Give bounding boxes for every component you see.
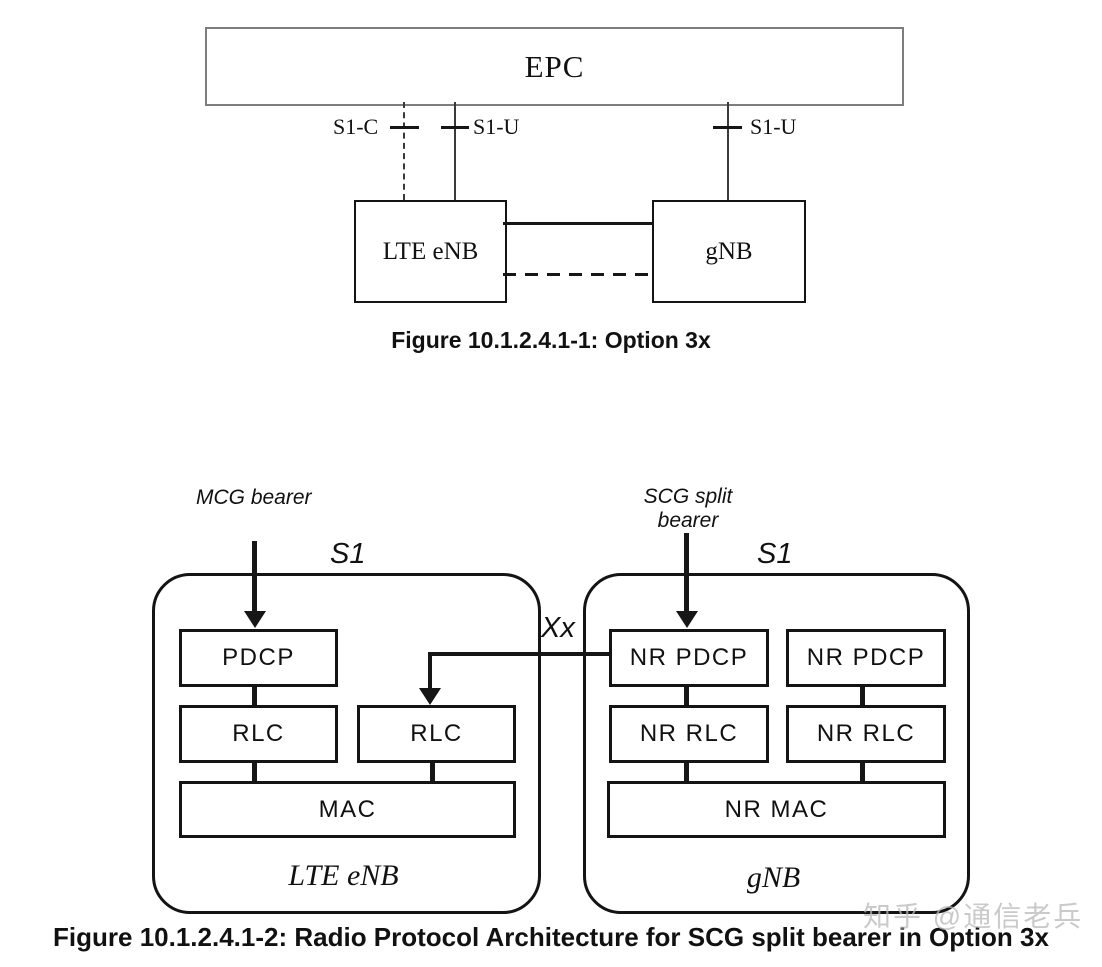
- epc-box: EPC: [205, 27, 904, 106]
- s1c-label: S1-C: [333, 114, 379, 139]
- lte-enb-container: [152, 573, 541, 914]
- s1-left-label: S1: [330, 538, 366, 570]
- s1-right-label: S1: [757, 538, 793, 570]
- mac-label: MAC: [318, 795, 377, 823]
- scg-split-bearer-line1: SCG split: [643, 485, 733, 508]
- xx-interface-label: Xx: [541, 612, 575, 644]
- scg-split-bearer-label: SCG split bearer: [618, 485, 758, 533]
- nr-rlc-left-label: NR RLC: [639, 720, 739, 747]
- gnb-node-label: gNB: [746, 861, 801, 894]
- nr-pdcp-left-box: NR PDCP: [609, 629, 769, 687]
- s1c-tick: [390, 126, 419, 129]
- xx-link-horizontal: [428, 652, 610, 656]
- rlc-right-mac-connector: [430, 757, 435, 781]
- mac-box: MAC: [179, 781, 516, 838]
- gnb-box: gNB: [652, 200, 806, 303]
- mcg-bearer-label: MCG bearer: [196, 486, 312, 509]
- pdcp-rlc-connector: [252, 681, 257, 705]
- nr-rlc-right-label: NR RLC: [816, 720, 916, 747]
- nr-rlc-right-box: NR RLC: [786, 705, 946, 763]
- x2-dashed-link: [503, 273, 652, 276]
- rlc-left-label: RLC: [232, 720, 285, 747]
- nr-mac-label: NR MAC: [724, 795, 829, 823]
- zhihu-watermark: 知乎 @通信老兵: [863, 901, 1084, 932]
- nr-rlc-right-mac-connector: [860, 757, 865, 781]
- mcg-bearer-arrow-stem: [252, 541, 257, 613]
- gnb-container: [583, 573, 970, 914]
- nr-pdcp-left-rlc-connector: [684, 681, 689, 705]
- s1u-line-right: [727, 102, 729, 200]
- figure2-caption: Figure 10.1.2.4.1-2: Radio Protocol Arch…: [53, 922, 1049, 952]
- s1u-left-label: S1-U: [473, 114, 520, 139]
- rlc-right-box: RLC: [357, 705, 516, 763]
- lte-enb-box: LTE eNB: [354, 200, 507, 303]
- gnb-label: gNB: [705, 237, 753, 265]
- x2-solid-link: [503, 222, 652, 225]
- scg-bearer-arrow-stem: [684, 533, 689, 613]
- lte-enb-node-label: LTE eNB: [288, 859, 399, 892]
- s1u-right-tick: [713, 126, 742, 129]
- rlc-left-box: RLC: [179, 705, 338, 763]
- figure1-caption: Figure 10.1.2.4.1-1: Option 3x: [391, 327, 711, 353]
- lte-enb-label: LTE eNB: [382, 237, 479, 265]
- epc-label: EPC: [524, 48, 585, 84]
- mcg-bearer-arrowhead: [244, 611, 266, 628]
- nr-mac-box: NR MAC: [607, 781, 946, 838]
- nr-pdcp-right-box: NR PDCP: [786, 629, 946, 687]
- nr-pdcp-right-rlc-connector: [860, 677, 865, 713]
- rlc-right-label: RLC: [410, 720, 463, 747]
- scg-bearer-arrowhead: [676, 611, 698, 628]
- s1u-line-left: [454, 102, 456, 200]
- nr-pdcp-left-label: NR PDCP: [629, 644, 749, 671]
- scg-split-bearer-line2: bearer: [657, 509, 719, 532]
- pdcp-box: PDCP: [179, 629, 338, 687]
- nr-rlc-left-mac-connector: [684, 757, 689, 781]
- nr-rlc-left-box: NR RLC: [609, 705, 769, 763]
- nr-pdcp-right-label: NR PDCP: [806, 644, 926, 671]
- pdcp-label: PDCP: [222, 644, 295, 671]
- rlc-left-mac-connector: [252, 757, 257, 781]
- s1u-right-label: S1-U: [750, 114, 797, 139]
- xx-link-arrowhead: [419, 688, 441, 705]
- xx-link-vertical: [428, 652, 432, 690]
- s1c-dashed-line: [403, 102, 405, 200]
- s1u-left-tick: [441, 126, 469, 129]
